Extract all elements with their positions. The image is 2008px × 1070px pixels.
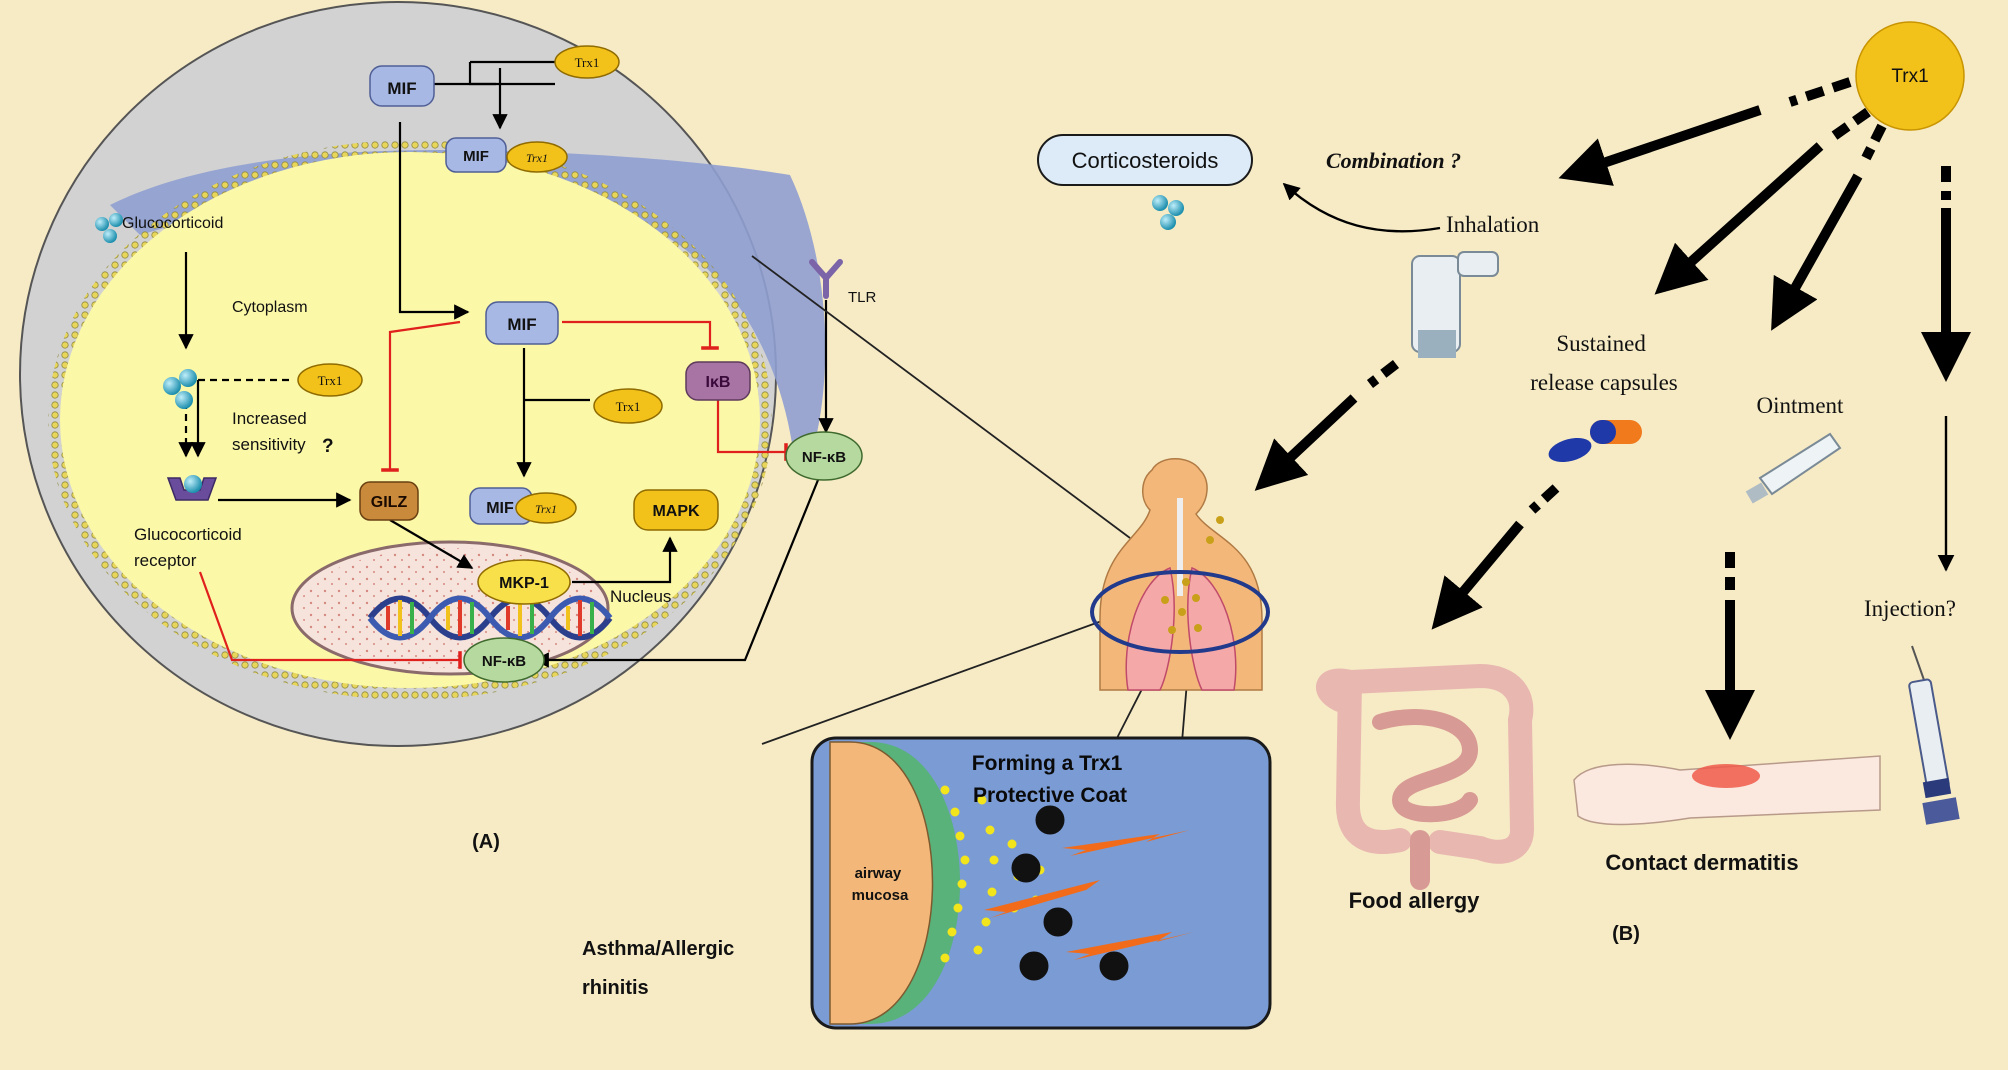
corticosteroid-molecule-icon [1152,195,1184,230]
trx1-source-node: Trx1 [1855,21,1965,131]
panel-b-label: (B) [1612,923,1640,945]
mif-trx1-complex-node: MIF Trx1 [469,487,577,525]
airway-mucosa-label: airway mucosa [852,865,909,904]
trx1-membrane-node: Trx1 [506,141,568,173]
cytoplasm [60,152,760,688]
svg-text:Trx1: Trx1 [575,55,600,70]
protective-coat-inset: Forming a Trx1 Protective Coat airway mu… [810,736,1272,1030]
tlr-receptor-icon [809,259,843,299]
mapk-node: MAPK [633,489,719,531]
combination-arrow [1282,182,1441,233]
food-allergy-label: Food allergy [1349,888,1481,913]
human-respiratory-icon [1090,458,1270,691]
svg-text:MIF: MIF [387,79,416,98]
arm-dermatitis-icon [1573,755,1881,826]
svg-text:IκB: IκB [706,374,731,391]
corticosteroids-node: Corticosteroids [1037,134,1253,186]
dna-helix-icon [367,595,613,641]
svg-text:GILZ: GILZ [371,494,408,511]
panel-a: MIF Trx1 MIF Trx1 Glucocorticoid Cytopla… [19,1,877,853]
increased-sensitivity-label: Increased sensitivity [232,409,311,454]
ointment-tube-icon [1745,432,1842,504]
pathogen-icons [1011,805,1129,981]
svg-text:Trx1: Trx1 [318,373,343,388]
trx1-center-node: Trx1 [593,388,663,424]
svg-text:MAPK: MAPK [652,503,700,520]
combination-label: Combination ? [1326,148,1461,173]
cell-membrane-top [110,150,826,465]
nfkb-nucleus-node: NF-κB [463,637,545,683]
mif-top-node: MIF [369,65,435,107]
contact-dermatitis-label: Contact dermatitis [1605,850,1798,875]
cytoplasm-label: Cytoplasm [232,299,308,316]
lightning-bolts [984,830,1194,960]
mkp1-node: MKP-1 [477,559,571,605]
question-mark: ? [322,436,334,457]
ointment-label: Ointment [1757,393,1844,418]
glucocorticoid-label: Glucocorticoid [122,215,223,232]
svg-text:Corticosteroids: Corticosteroids [1072,148,1219,173]
svg-text:Trx1: Trx1 [535,502,557,516]
svg-text:MIF: MIF [507,315,536,334]
inhaler-icon [1411,251,1499,358]
panel-b: Trx1 Corticosteroids Combination ? Inhal… [1037,21,1971,945]
sustained-release-label: Sustained release capsules [1530,331,1678,395]
intestine-icon [1316,663,1535,890]
svg-text:NF-κB: NF-κB [802,449,846,466]
trx1-left-node: Trx1 [297,363,363,397]
svg-text:MIF: MIF [463,148,489,165]
mif-membrane-node: MIF [445,137,507,173]
inhalation-label: Inhalation [1446,212,1540,237]
svg-text:MKP-1: MKP-1 [499,575,549,592]
coat-title: Forming a Trx1 Protective Coat [972,752,1128,807]
airway-highlight-ellipse [1090,570,1270,654]
pathway-connectors [178,60,834,669]
svg-text:NF-κB: NF-κB [482,653,526,670]
glucocorticoid-receptor-label: Glucocorticoid receptor [134,525,246,570]
nfkb-cytoplasm-node: NF-κB [785,431,863,481]
capsule-icon [1548,420,1642,463]
tlr-label: TLR [848,289,877,306]
injection-label: Injection? [1864,596,1956,621]
mif-center-node: MIF [485,301,559,345]
gilz-node: GILZ [359,481,419,521]
svg-text:MIF: MIF [486,500,514,517]
glucocorticoid-molecule-icon [95,213,123,243]
disease-label: Asthma/Allergic rhinitis [582,938,740,999]
glucocorticoid-receptor-icon [166,475,218,501]
syringe-icon [1908,645,1960,825]
panel-a-label: (A) [472,831,500,853]
nucleus-label: Nucleus [610,587,671,606]
glucocorticoid-cluster-icon [163,369,197,409]
trx1-top-node: Trx1 [554,45,620,79]
svg-text:Trx1: Trx1 [1891,66,1928,87]
delivery-arrows [1254,77,1971,740]
ikb-node: IκB [685,361,751,401]
svg-text:Trx1: Trx1 [616,399,641,414]
svg-text:Trx1: Trx1 [526,151,548,165]
